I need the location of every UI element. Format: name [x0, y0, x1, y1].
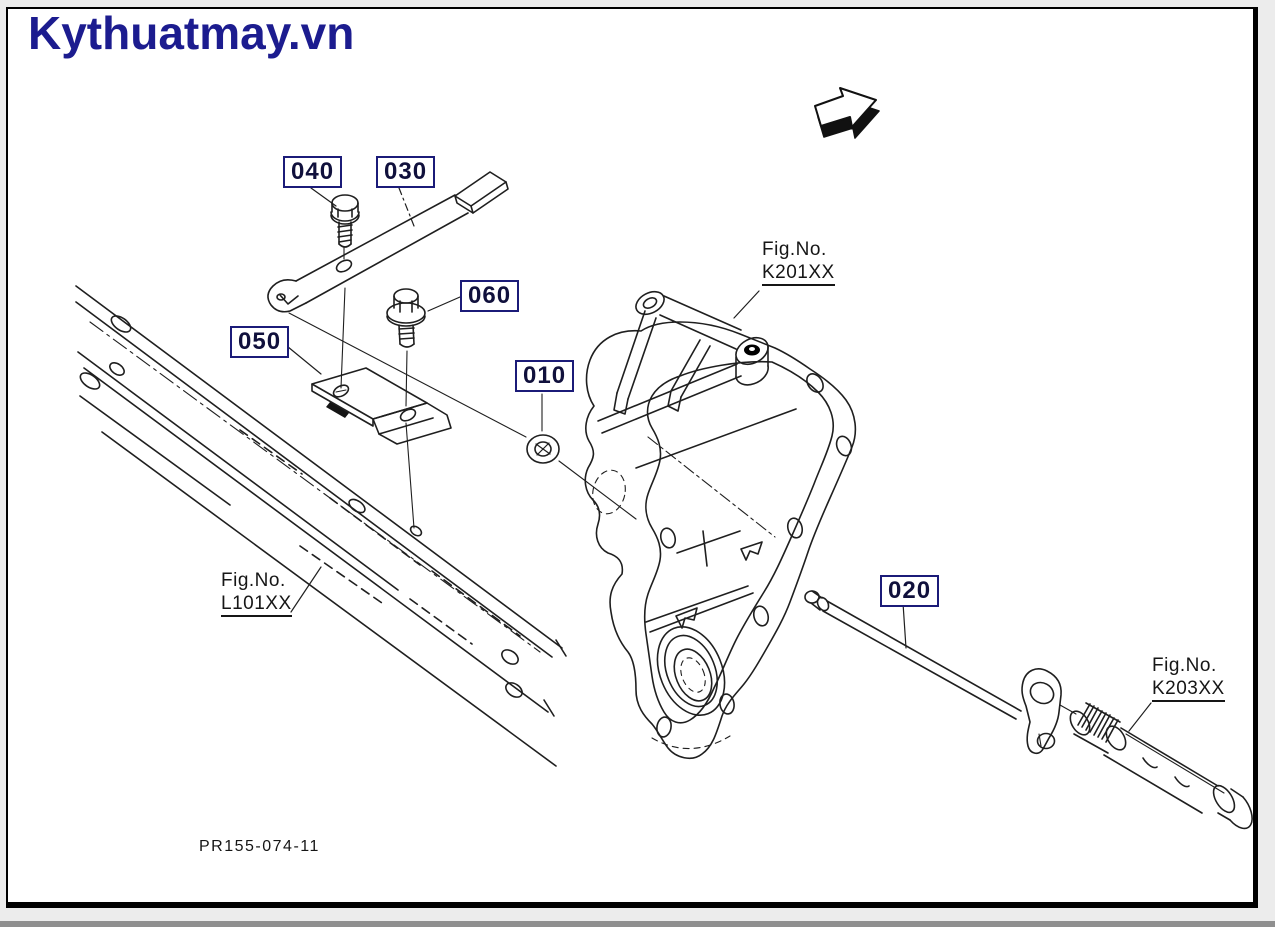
part-label-050: 050 [230, 326, 290, 358]
leader-lines [281, 187, 1152, 732]
fig-prefix: Fig.No. [221, 570, 286, 591]
bottom-gray-bar [0, 921, 1275, 927]
yoke-link-drawing [1021, 668, 1077, 755]
bolt-040-drawing [330, 194, 360, 248]
direction-arrow-icon [814, 87, 880, 139]
fig-label-k203xx: Fig.No. K203XX [1152, 654, 1225, 702]
rail-drawing [75, 285, 567, 767]
fig-prefix: Fig.No. [762, 239, 827, 260]
fig-label-k201xx: Fig.No. K201XX [762, 238, 835, 286]
fig-number: K203XX [1152, 677, 1225, 702]
spline-shaft-drawing [1069, 702, 1253, 830]
fig-number: K201XX [762, 261, 835, 286]
brand-logo: Kythuatmay.vn [28, 7, 355, 59]
rod-020-drawing [804, 590, 1022, 720]
part-label-010: 010 [515, 360, 575, 392]
drawing-number: PR155-074-11 [199, 838, 320, 855]
washer-010-drawing [288, 312, 637, 520]
part-label-060: 060 [460, 280, 520, 312]
bracket-050-drawing [311, 367, 452, 445]
fig-prefix: Fig.No. [1152, 655, 1217, 676]
fig-label-l101xx: Fig.No. L101XX [221, 569, 292, 617]
fig-number: L101XX [221, 592, 292, 617]
part-label-040: 040 [283, 156, 343, 188]
part-label-030: 030 [376, 156, 436, 188]
case-cover-drawing [584, 290, 857, 760]
content-frame [6, 7, 1258, 908]
part-label-020: 020 [880, 575, 940, 607]
lever-030-drawing [267, 171, 509, 389]
